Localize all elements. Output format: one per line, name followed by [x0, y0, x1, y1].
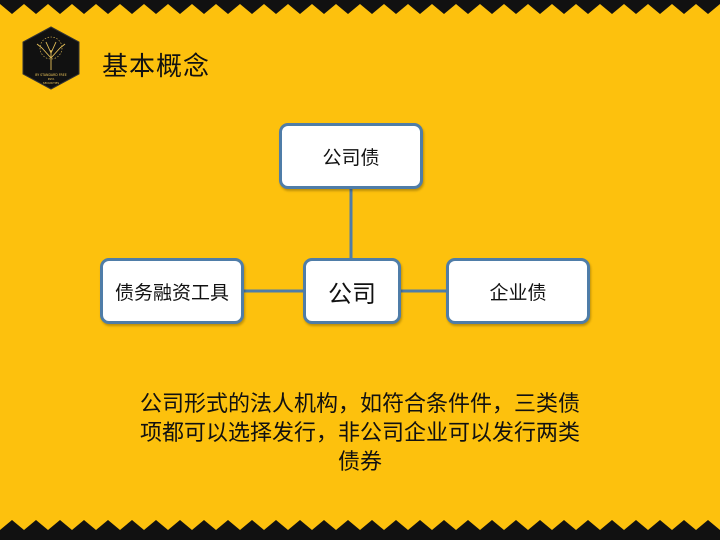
- bottom-zigzag-border: [0, 520, 720, 540]
- node-debt-financing-instrument: 债务融资工具: [100, 258, 244, 324]
- logo-text-line-2: RSTA: [48, 77, 55, 81]
- tree-icon: [36, 36, 66, 70]
- slide-title: 基本概念: [102, 52, 211, 82]
- logo-text-line-3: SECURITIES: [43, 81, 60, 85]
- node-corporate-bond: 公司债: [279, 123, 423, 189]
- company-logo: BY STANDARD FREE RSTA SECURITIES: [22, 26, 80, 90]
- description-text: 公司形式的法人机构，如符合条件件，三类债项都可以选择发行，非公司企业可以发行两类…: [139, 392, 580, 475]
- node-company: 公司: [303, 258, 401, 324]
- top-zigzag-border: [0, 0, 720, 14]
- node-enterprise-bond: 企业债: [446, 258, 590, 324]
- logo-text-line-1: BY STANDARD FREE: [35, 73, 67, 77]
